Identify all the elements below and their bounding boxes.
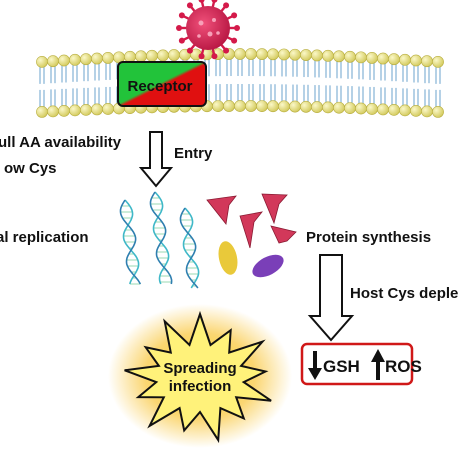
cell-membrane [36, 48, 444, 118]
ros-label: ROS [385, 357, 422, 376]
lipid-tails [39, 59, 441, 107]
viral-rna-strands-icon [119, 191, 200, 289]
spreading-label: Spreading [163, 360, 236, 377]
entry-arrow-icon [138, 131, 174, 188]
infection-label: infection [169, 378, 232, 395]
gsh-label: GSH [323, 357, 360, 376]
receptor-label: Receptor [127, 78, 192, 95]
protein-shapes-icon [206, 193, 297, 278]
low-cys-label: ow Cys [4, 160, 57, 177]
spreading-infection-burst: Spreading infection [108, 304, 292, 448]
full-aa-label: ull AA availability [0, 134, 122, 151]
receptor: Receptor [117, 61, 207, 107]
up-arrow-icon [371, 349, 385, 380]
gsh-ros-box: GSH ROS [300, 342, 422, 386]
entry-label: Entry [174, 145, 213, 162]
depletion-arrow-icon [307, 254, 355, 342]
host-cys-label: Host Cys deple [350, 285, 458, 302]
lipid-heads-top [36, 48, 444, 68]
lipid-heads-bottom [36, 100, 444, 118]
down-arrow-icon [308, 351, 322, 380]
protein-synthesis-label: Protein synthesis [306, 229, 431, 246]
viral-replication-label: al replication [0, 229, 89, 246]
virus-icon [176, 0, 240, 60]
